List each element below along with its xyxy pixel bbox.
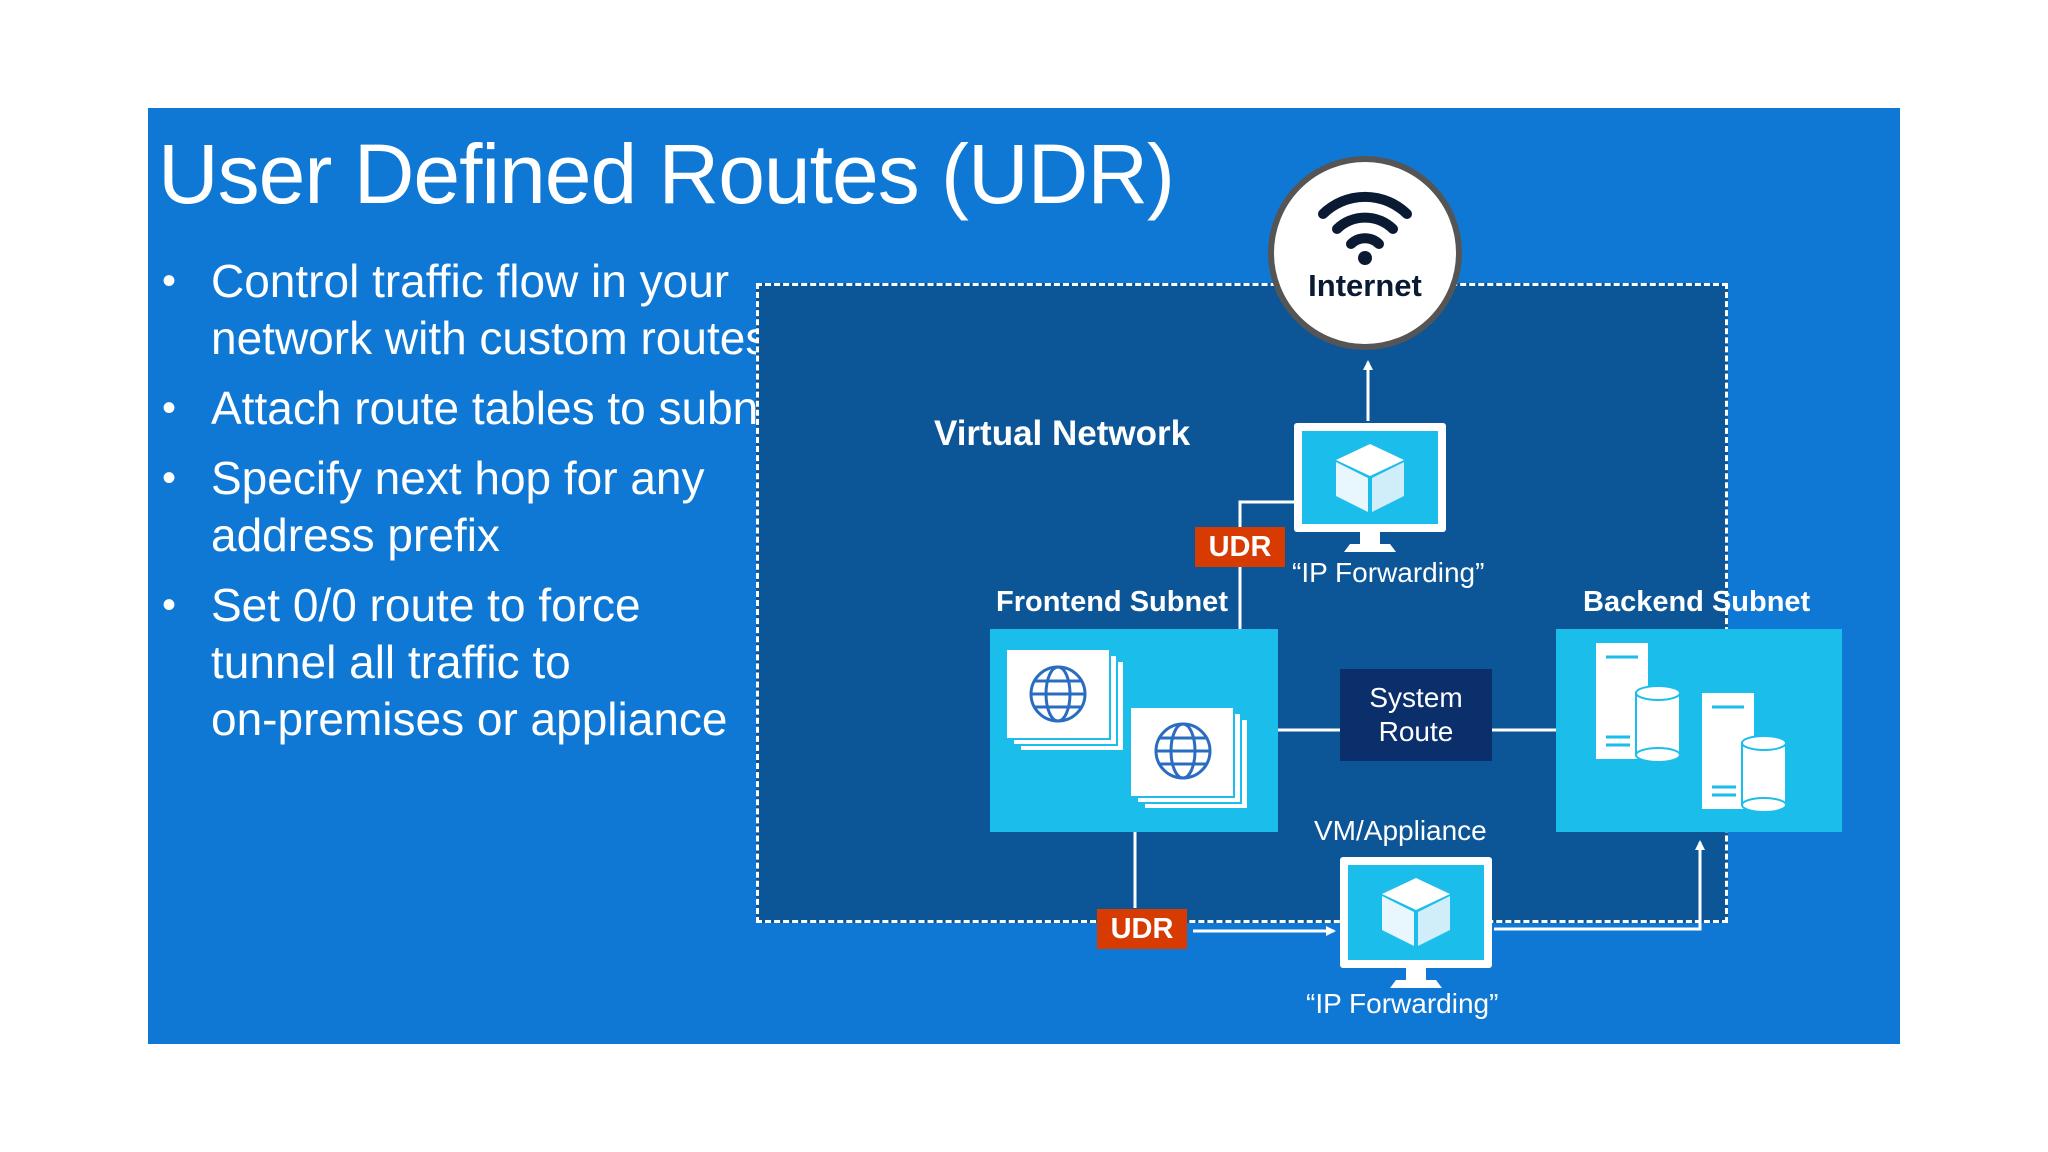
ip-forwarding-bottom-label: “IP Forwarding” [1306,988,1499,1019]
database-servers-illustration [1596,643,1787,813]
vm-cube-icon [1382,878,1450,946]
wifi-icon [1318,191,1412,265]
bullet-item: • Attach route tables to subnets [158,380,918,437]
system-route-line: System [1369,682,1463,713]
udr-badge-top: UDR [1195,527,1285,567]
web-server-card [1129,706,1249,810]
backend-subnet-label: Backend Subnet [1583,586,1811,618]
web-server-card [1005,648,1125,752]
frontend-subnet-box [990,629,1278,832]
bullet-line: Specify next hop for any [211,452,705,504]
bullet-line: Attach route tables to subnets [211,382,820,434]
vm-cube-icon [1336,444,1404,512]
frontend-subnet-label: Frontend Subnet [996,586,1228,618]
vm-appliance-bottom [1340,857,1492,988]
virtual-network-label: Virtual Network [934,414,1191,453]
bullet-line: Control traffic flow in your [211,255,730,307]
vm-appliance-top [1294,423,1446,552]
bullet-line: on-premises or appliance [211,693,728,745]
internet-label: Internet [1308,268,1422,303]
globe-icon [1029,665,1087,723]
udr-badge-bottom: UDR [1097,909,1187,949]
internet-node: Internet [1268,156,1462,350]
connector-line [1238,500,1296,629]
bullet-dot: • [162,583,177,627]
slide-title: User Defined Routes (UDR) [158,127,1175,221]
bullet-dot: • [162,386,177,430]
connector-line [1494,840,1705,931]
globe-icon [1154,722,1212,780]
database-icon [1741,735,1787,813]
bullet-dot: • [162,259,177,303]
ip-forwarding-top-label: “IP Forwarding” [1292,557,1485,588]
bullet-line: network with custom routes [211,312,769,364]
web-servers-illustration [1005,648,1249,810]
bullet-line: Set 0/0 route to force [211,579,641,631]
backend-subnet-box [1556,629,1842,832]
bullet-line: address prefix [211,509,500,561]
bullet-dot: • [162,456,177,500]
vm-appliance-label: VM/Appliance [1314,815,1487,846]
bullet-line: tunnel all traffic to [211,636,571,688]
system-route-line: Route [1378,716,1454,747]
database-icon [1635,685,1681,763]
